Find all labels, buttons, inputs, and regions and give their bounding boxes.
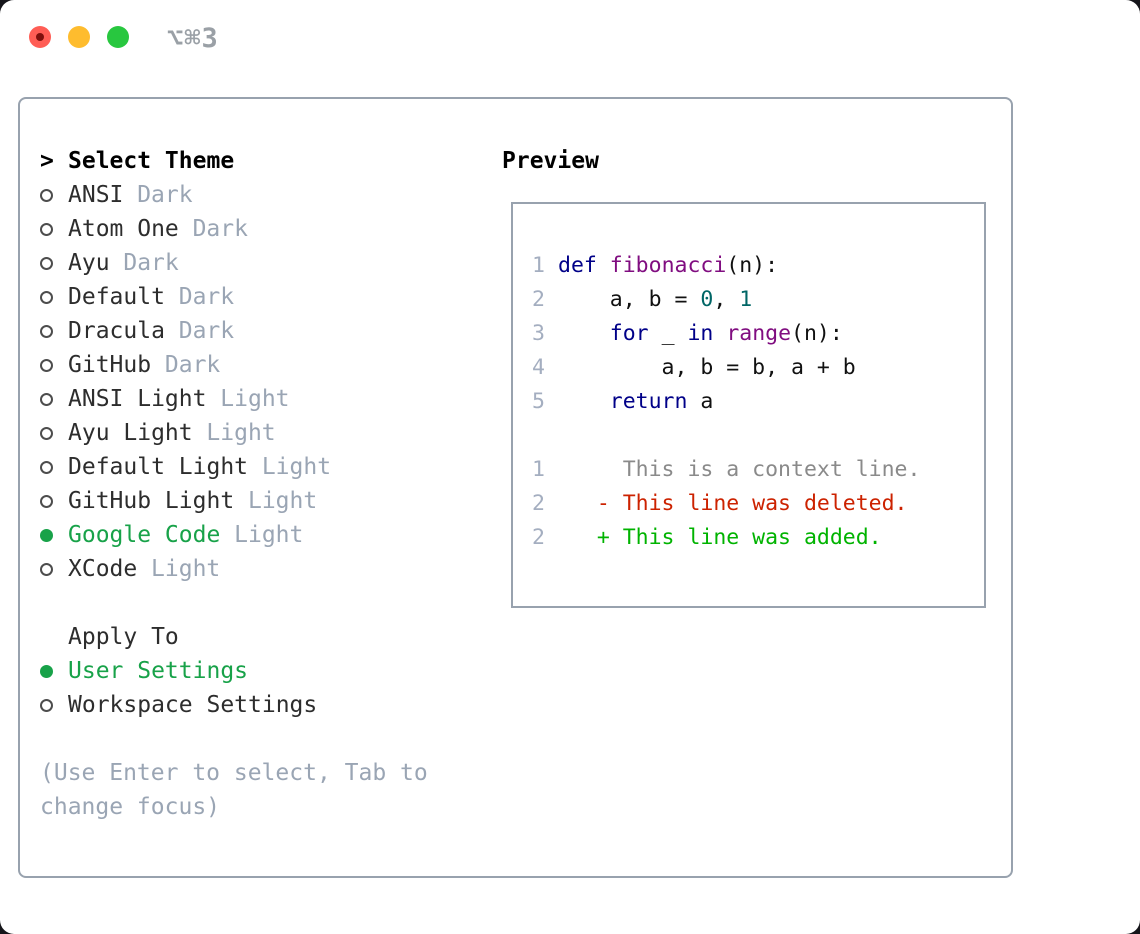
theme-option-label: Google Code (68, 522, 221, 548)
theme-variant-label: Light (220, 386, 290, 412)
theme-option-label: Default (68, 284, 165, 310)
theme-variant-label: Dark (164, 352, 221, 378)
theme-option-label: Dracula (68, 318, 165, 344)
theme-option-label: ANSI Light (68, 386, 207, 412)
radio-unselected-icon (40, 358, 53, 372)
theme-variant-label: Light (261, 454, 332, 480)
theme-option[interactable]: Google Code Light (40, 518, 500, 552)
line-number: 2 (532, 286, 545, 312)
close-button[interactable] (29, 26, 51, 48)
radio-unselected-icon (40, 494, 53, 508)
theme-variant-label: Light (234, 522, 304, 548)
theme-option[interactable]: GitHub Light Light (40, 484, 500, 518)
code-line: 2 a, b = 0, 1 (532, 282, 984, 316)
theme-option[interactable]: Ayu Light Light (40, 416, 500, 450)
theme-option-label: GitHub Light (68, 488, 235, 514)
help-text: (Use Enter to select, Tab to change focu… (40, 760, 428, 820)
select-theme-header: > Select Theme (40, 144, 500, 178)
zoom-button[interactable] (107, 26, 129, 48)
code-line (532, 418, 984, 452)
window-shortcut-label: ⌥⌘3 (167, 23, 219, 54)
theme-option[interactable]: Default Light Light (40, 450, 500, 484)
code-line: 4 a, b = b, a + b (532, 350, 984, 384)
theme-option-label: XCode (68, 556, 138, 582)
theme-variant-label: Dark (192, 216, 248, 242)
apply-to-option-label: User Settings (68, 658, 249, 684)
code-line: 2 - This line was deleted. (532, 486, 984, 520)
apply-to-title: Apply To (68, 624, 179, 650)
theme-option[interactable]: Dracula Dark (40, 314, 500, 348)
code-line: 1 This is a context line. (532, 452, 984, 486)
theme-option[interactable]: Atom One Dark (40, 212, 500, 246)
line-number: 5 (532, 388, 545, 414)
apply-to-header: Apply To (40, 620, 500, 654)
line-number: 1 (532, 456, 545, 482)
theme-variant-label: Dark (137, 182, 193, 208)
code-line-text: - This line was deleted. (558, 490, 908, 516)
radio-unselected-icon (40, 460, 53, 474)
theme-variant-label: Dark (178, 284, 235, 310)
theme-option[interactable]: ANSI Dark (40, 178, 500, 212)
theme-option-label: Ayu (68, 250, 110, 276)
code-line-text: def fibonacci(n): (558, 252, 779, 278)
radio-selected-icon (40, 528, 53, 542)
select-theme-title: Select Theme (68, 148, 235, 174)
theme-option-label: Ayu Light (68, 420, 193, 446)
radio-unselected-icon (40, 222, 53, 236)
line-number: 2 (532, 524, 545, 550)
theme-option-label: GitHub (68, 352, 152, 378)
code-line-text: return a (609, 388, 714, 414)
apply-to-option[interactable]: Workspace Settings (40, 688, 500, 722)
theme-option[interactable]: Ayu Dark (40, 246, 500, 280)
radio-unselected-icon (40, 562, 53, 576)
line-number: 2 (532, 490, 545, 516)
radio-unselected-icon (40, 698, 53, 712)
apply-to-option[interactable]: User Settings (40, 654, 500, 688)
theme-variant-label: Light (206, 420, 276, 446)
line-number: 4 (532, 354, 545, 380)
code-line-text: + This line was added. (558, 524, 882, 550)
minimize-button[interactable] (68, 26, 90, 48)
preview-title: Preview (502, 148, 599, 174)
radio-unselected-icon (40, 290, 53, 304)
code-line-text: a, b = 0, 1 (558, 286, 753, 312)
code-line: 5 return a (532, 384, 984, 418)
theme-variant-label: Dark (123, 250, 179, 276)
theme-option[interactable]: GitHub Dark (40, 348, 500, 382)
theme-option[interactable]: Default Dark (40, 280, 500, 314)
close-button-dot (36, 33, 44, 41)
theme-option[interactable]: ANSI Light Light (40, 382, 500, 416)
radio-unselected-icon (40, 426, 53, 440)
code-line: 1 def fibonacci(n): (532, 248, 984, 282)
theme-variant-label: Light (151, 556, 221, 582)
code-line: 2 + This line was added. (532, 520, 984, 554)
theme-option-label: Default Light (68, 454, 249, 480)
theme-option-label: Atom One (68, 216, 179, 242)
radio-unselected-icon (40, 188, 53, 202)
theme-variant-label: Dark (178, 318, 235, 344)
code-line-text: a, b = b, a + b (558, 354, 856, 380)
code-line-text: This is a context line. (558, 456, 921, 482)
radio-unselected-icon (40, 256, 53, 270)
theme-option-label: ANSI (68, 182, 124, 208)
apply-to-option-label: Workspace Settings (68, 692, 318, 718)
line-number: 1 (532, 252, 545, 278)
prompt-icon: > (40, 148, 54, 174)
radio-unselected-icon (40, 392, 53, 406)
line-number: 3 (532, 320, 545, 346)
code-line-text: for _ in range(n): (609, 320, 843, 346)
code-line: 3 for _ in range(n): (532, 316, 984, 350)
radio-unselected-icon (40, 324, 53, 338)
theme-option[interactable]: XCode Light (40, 552, 500, 586)
radio-selected-icon (40, 664, 53, 678)
theme-variant-label: Light (247, 488, 318, 514)
